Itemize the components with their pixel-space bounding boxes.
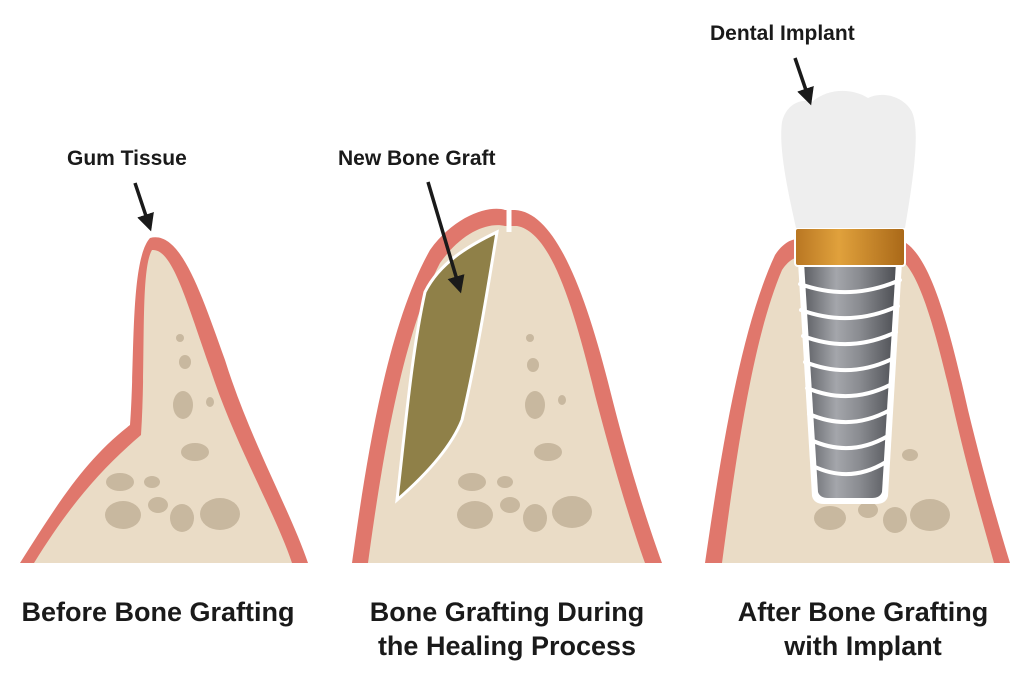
caption-during-line2: the Healing Process xyxy=(377,631,637,661)
new-bone-graft-label: New Bone Graft xyxy=(338,147,496,170)
bone-spots-before xyxy=(105,334,240,532)
panel-during-healing xyxy=(352,181,662,564)
bone-before xyxy=(34,249,292,563)
new-bone-graft xyxy=(395,229,499,504)
caption-during-healing: Bone Grafting During the Healing Process xyxy=(342,595,672,663)
caption-after-line2: with Implant xyxy=(784,631,942,661)
gum-tissue-label: Gum Tissue xyxy=(67,147,187,170)
implant-screw xyxy=(798,262,902,504)
panel-after-implant xyxy=(705,57,1010,563)
implant-crown xyxy=(781,90,916,228)
bone-spots-after xyxy=(814,449,950,533)
dental-implant-label: Dental Implant xyxy=(710,22,855,45)
screw-threads xyxy=(798,278,902,477)
new-bone-graft-arrow xyxy=(426,181,465,294)
dental-implant-arrow xyxy=(793,57,814,106)
panel-before-grafting xyxy=(20,182,308,563)
caption-after-implant: After Bone Grafting with Implant xyxy=(698,595,1024,663)
gum-tissue-arrow xyxy=(133,182,154,232)
bone-spots-during xyxy=(457,334,592,532)
caption-after-line1: After Bone Grafting xyxy=(737,597,989,627)
caption-before-line1: Before Bone Grafting xyxy=(21,597,295,627)
implant-abutment xyxy=(794,227,906,267)
caption-before-grafting: Before Bone Grafting xyxy=(0,595,323,629)
caption-during-line1: Bone Grafting During xyxy=(369,597,645,627)
